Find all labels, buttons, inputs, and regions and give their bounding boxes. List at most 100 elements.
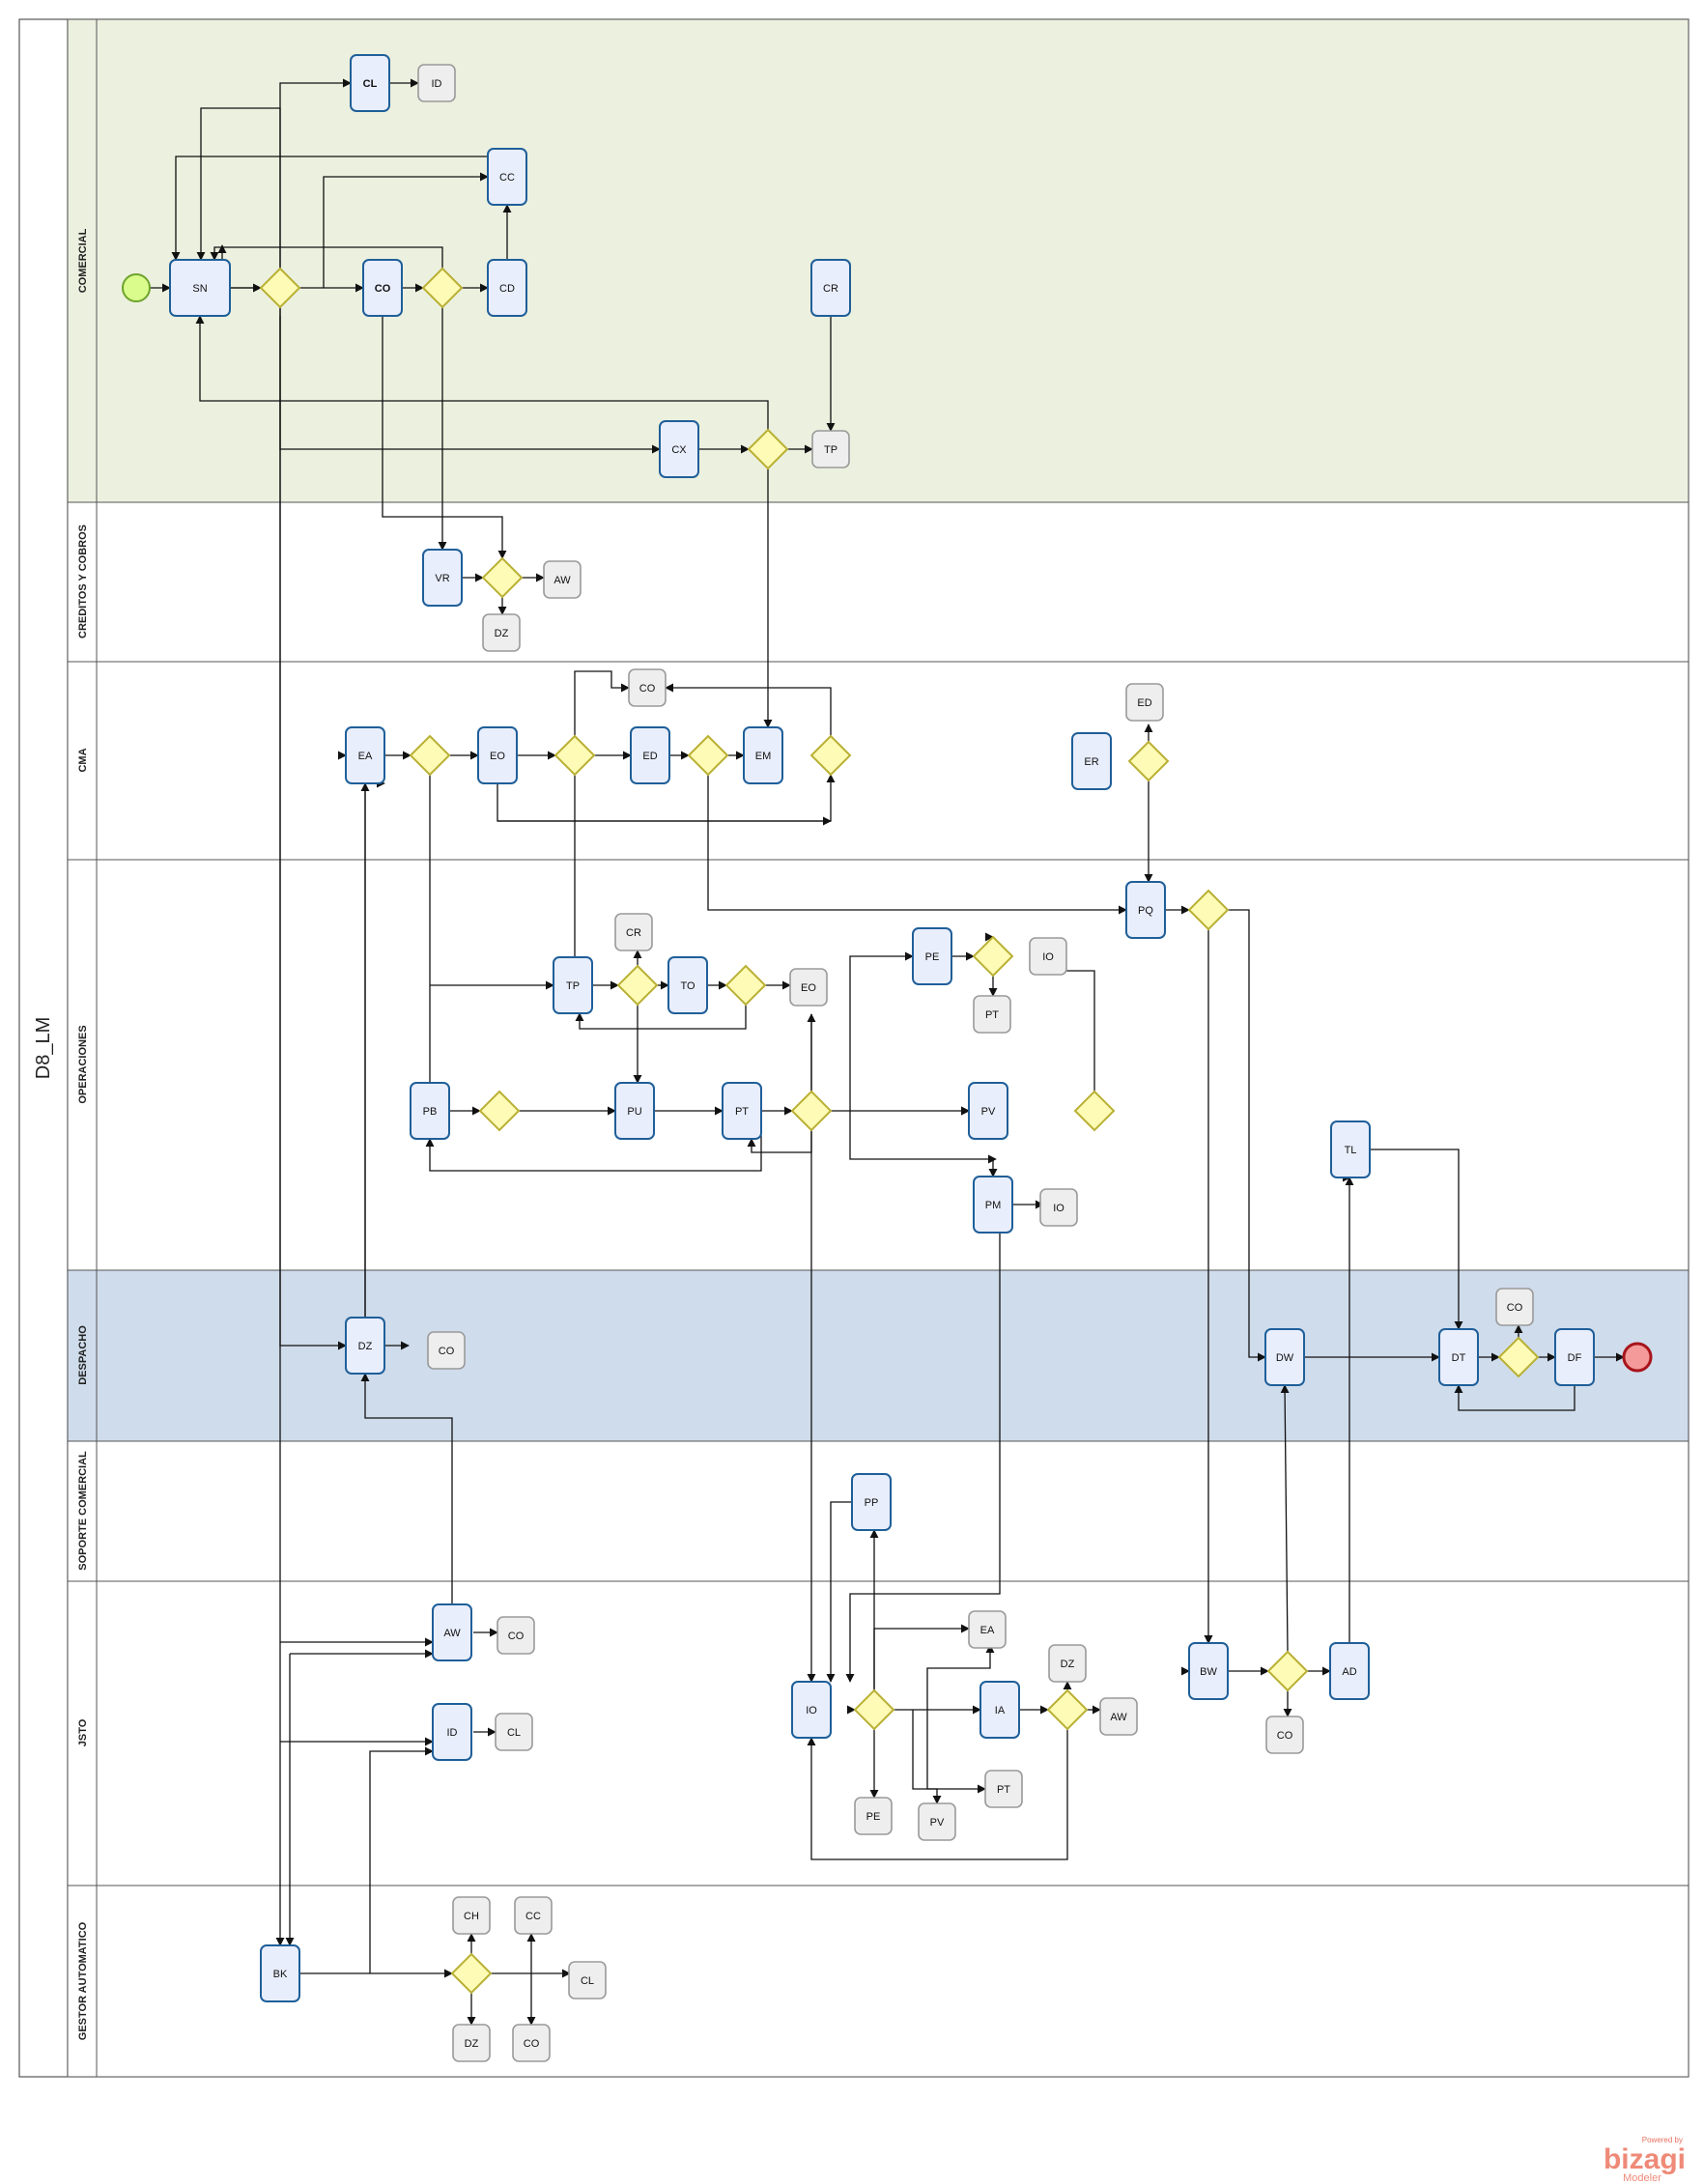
end-event[interactable] bbox=[1622, 1342, 1653, 1373]
task-cd[interactable]: CD bbox=[487, 259, 527, 317]
gateway-diamond[interactable] bbox=[747, 428, 789, 470]
task-ea[interactable]: EA bbox=[345, 726, 385, 784]
task-bw[interactable]: BW bbox=[1188, 1642, 1229, 1700]
task-box[interactable] bbox=[1329, 1642, 1370, 1700]
gateway-diamond[interactable] bbox=[1046, 1688, 1089, 1731]
gateway-diamond[interactable] bbox=[1266, 1650, 1309, 1692]
gateway-diamond[interactable] bbox=[450, 1952, 493, 1995]
task-box[interactable] bbox=[410, 1082, 450, 1140]
task-cc[interactable]: CC bbox=[487, 148, 527, 206]
task-cl[interactable]: CL bbox=[350, 54, 390, 112]
task-box[interactable] bbox=[345, 1317, 385, 1375]
task-box[interactable] bbox=[1071, 732, 1112, 790]
task-df[interactable]: DF bbox=[1554, 1328, 1595, 1386]
task-box[interactable] bbox=[912, 927, 952, 985]
gateway-diamond[interactable] bbox=[724, 964, 767, 1007]
task-box[interactable] bbox=[350, 54, 390, 112]
gateway-diamond[interactable] bbox=[853, 1688, 895, 1731]
task-er[interactable]: ER bbox=[1071, 732, 1112, 790]
task-box[interactable] bbox=[722, 1082, 762, 1140]
task-box[interactable] bbox=[659, 420, 699, 478]
task-vr[interactable]: VR bbox=[422, 549, 463, 607]
task-dw[interactable]: DW bbox=[1264, 1328, 1305, 1386]
gateway-diamond[interactable] bbox=[1497, 1336, 1540, 1378]
task-box[interactable] bbox=[614, 1082, 655, 1140]
task-box[interactable] bbox=[260, 1944, 300, 2002]
task-box[interactable] bbox=[1264, 1328, 1305, 1386]
task-box[interactable] bbox=[791, 1681, 832, 1739]
task-dz[interactable]: DZ bbox=[345, 1317, 385, 1375]
task-co[interactable]: CO bbox=[362, 259, 403, 317]
gateway-diamond[interactable] bbox=[616, 964, 659, 1007]
task-aw[interactable]: AW bbox=[432, 1603, 472, 1661]
gateway-diamond[interactable] bbox=[259, 267, 301, 309]
task-sn[interactable]: SN bbox=[169, 259, 231, 317]
task-pu[interactable]: PU bbox=[614, 1082, 655, 1140]
gateway-diamond[interactable] bbox=[478, 1090, 521, 1132]
task-to[interactable]: TO bbox=[667, 956, 708, 1014]
gateway-diamond[interactable] bbox=[790, 1090, 833, 1132]
task-box[interactable] bbox=[487, 259, 527, 317]
start-event[interactable] bbox=[122, 273, 151, 302]
task-box[interactable] bbox=[968, 1082, 1008, 1140]
task-pv[interactable]: PV bbox=[968, 1082, 1008, 1140]
gateway-diamond[interactable] bbox=[972, 935, 1014, 978]
task-ed[interactable]: ED bbox=[630, 726, 670, 784]
lane-label: SOPORTE COMERCIAL bbox=[77, 1451, 89, 1571]
task-box[interactable] bbox=[1554, 1328, 1595, 1386]
task-pp[interactable]: PP bbox=[851, 1473, 892, 1531]
task-box[interactable] bbox=[743, 726, 783, 784]
task-box[interactable] bbox=[553, 956, 593, 1014]
task-bk[interactable]: BK bbox=[260, 1944, 300, 2002]
task-tl[interactable]: TL bbox=[1330, 1120, 1371, 1178]
gateway-diamond[interactable] bbox=[421, 267, 464, 309]
task-box[interactable] bbox=[1125, 881, 1166, 939]
task-pb[interactable]: PB bbox=[410, 1082, 450, 1140]
gateway-diamond[interactable] bbox=[481, 556, 524, 599]
task-pt[interactable]: PT bbox=[722, 1082, 762, 1140]
task-label: CR bbox=[823, 283, 838, 295]
task-box[interactable] bbox=[667, 956, 708, 1014]
task-em[interactable]: EM bbox=[743, 726, 783, 784]
task-box[interactable] bbox=[422, 549, 463, 607]
task-box[interactable] bbox=[810, 259, 851, 317]
task-box[interactable] bbox=[979, 1681, 1020, 1739]
gateway-diamond[interactable] bbox=[409, 734, 451, 777]
task-box[interactable] bbox=[432, 1703, 472, 1761]
task-dt[interactable]: DT bbox=[1438, 1328, 1479, 1386]
task-box[interactable] bbox=[487, 148, 527, 206]
task-box[interactable] bbox=[432, 1603, 472, 1661]
artifact-label: IO bbox=[1042, 951, 1054, 963]
task-box[interactable] bbox=[345, 726, 385, 784]
task-pe[interactable]: PE bbox=[912, 927, 952, 985]
task-label: BW bbox=[1200, 1666, 1217, 1678]
gateway-diamond[interactable] bbox=[809, 734, 852, 777]
task-cr[interactable]: CR bbox=[810, 259, 851, 317]
task-eo[interactable]: EO bbox=[477, 726, 518, 784]
task-box[interactable] bbox=[362, 259, 403, 317]
task-ia[interactable]: IA bbox=[979, 1681, 1020, 1739]
task-box[interactable] bbox=[477, 726, 518, 784]
gateway-diamond[interactable] bbox=[553, 734, 596, 777]
task-pm[interactable]: PM bbox=[973, 1176, 1013, 1234]
task-ad[interactable]: AD bbox=[1329, 1642, 1370, 1700]
task-box[interactable] bbox=[1438, 1328, 1479, 1386]
artifact-box bbox=[417, 64, 456, 102]
task-pq[interactable]: PQ bbox=[1125, 881, 1166, 939]
task-box[interactable] bbox=[973, 1176, 1013, 1234]
task-id[interactable]: ID bbox=[432, 1703, 472, 1761]
artifact-ch: CH bbox=[452, 1896, 491, 1935]
task-cx[interactable]: CX bbox=[659, 420, 699, 478]
task-tp[interactable]: TP bbox=[553, 956, 593, 1014]
task-box[interactable] bbox=[851, 1473, 892, 1531]
gateway-diamond[interactable] bbox=[1127, 740, 1170, 782]
gateway-diamond[interactable] bbox=[1073, 1090, 1116, 1132]
task-box[interactable] bbox=[1330, 1120, 1371, 1178]
task-box[interactable] bbox=[1188, 1642, 1229, 1700]
artifact-label: CO bbox=[1507, 1302, 1523, 1314]
gateway-diamond[interactable] bbox=[1187, 889, 1230, 931]
task-box[interactable] bbox=[630, 726, 670, 784]
task-box[interactable] bbox=[169, 259, 231, 317]
gateway-diamond[interactable] bbox=[687, 734, 729, 777]
task-io[interactable]: IO bbox=[791, 1681, 832, 1739]
